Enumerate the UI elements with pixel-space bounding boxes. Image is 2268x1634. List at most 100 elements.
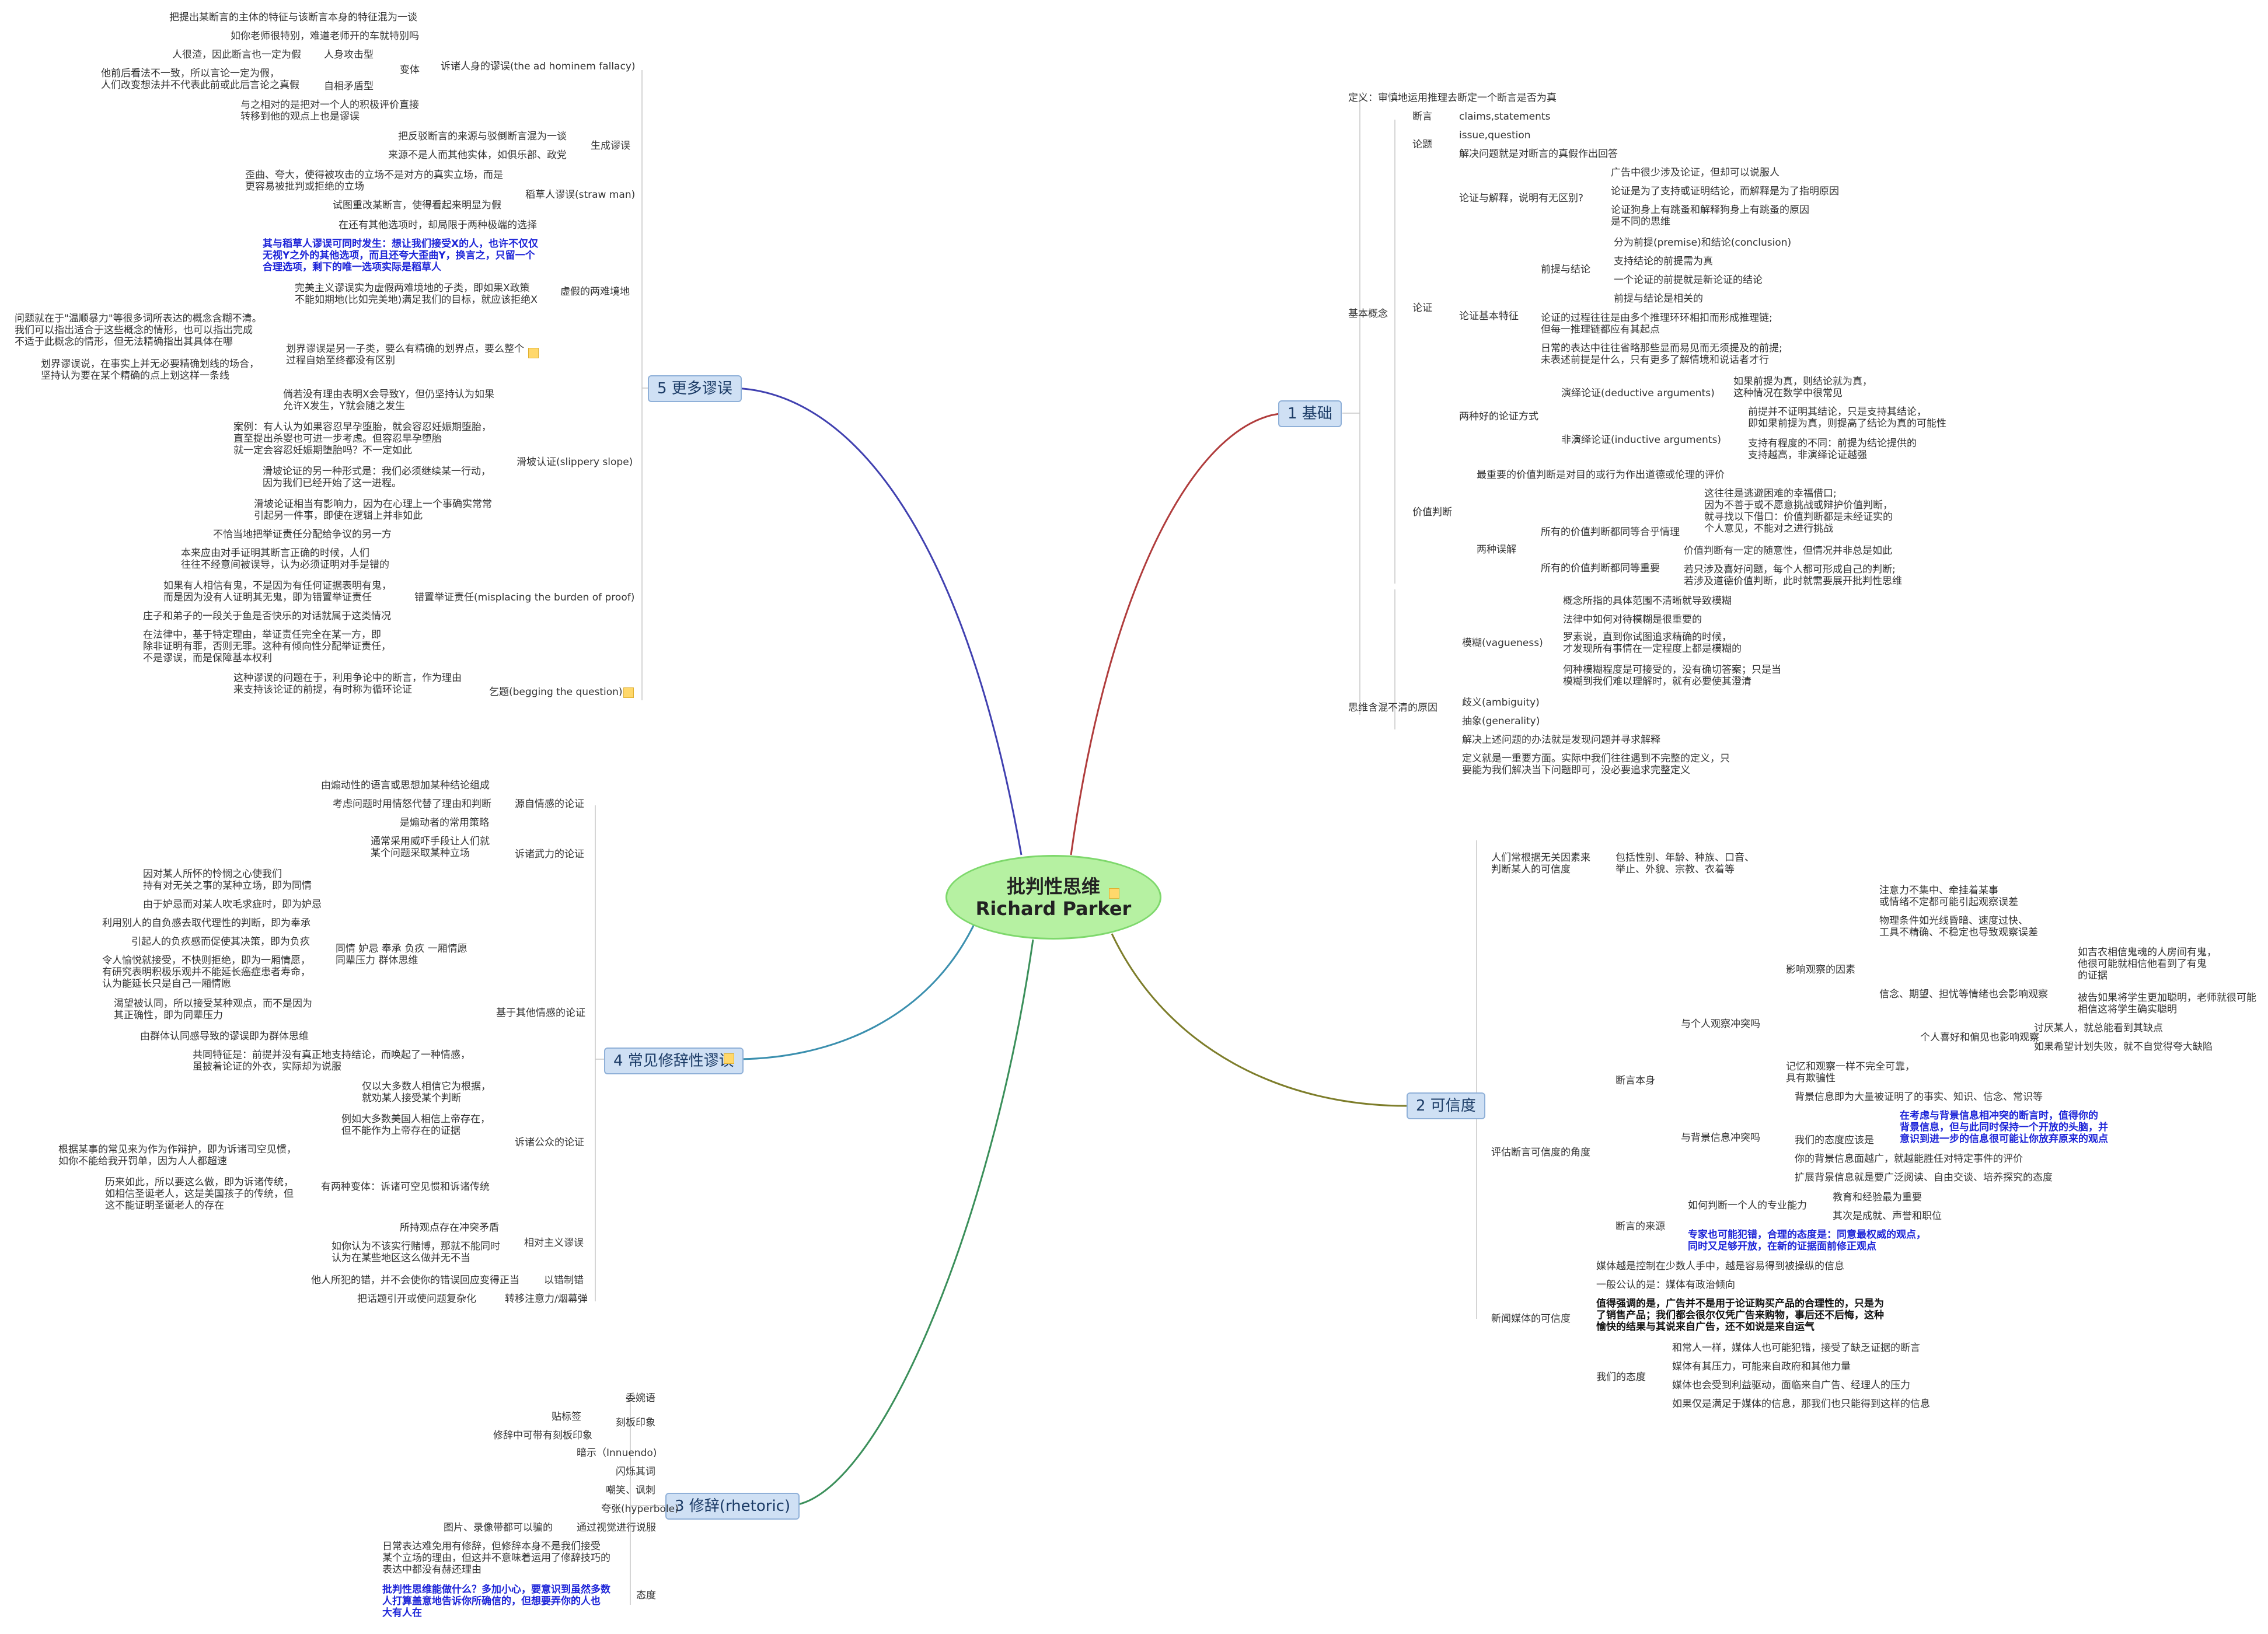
node-personal-attack[interactable]: 人身攻击型 [324,49,374,61]
node-pictures-deceive[interactable]: 图片、录像带都可以骗的 [444,1522,553,1534]
node-vague-law[interactable]: 法律中如何对待模糊是很重要的 [1563,614,1702,626]
node-generality[interactable]: 抽象(generality) [1462,715,1540,727]
node-stereotype[interactable]: 刻板印象 [616,1417,655,1429]
node-argument-vs-explanation[interactable]: 论证与解释，说明有无区别? [1459,193,1584,204]
node-russell[interactable]: 罗素说，直到你试图追求精确的时候， 才发现所有事情在一定程度上都是模糊的 [1563,631,1742,655]
node-groupthink[interactable]: 由群体认同感导致的谬误即为群体思维 [140,1031,309,1042]
node-argument[interactable]: 论证 [1412,302,1432,314]
node-media-credibility[interactable]: 新闻媒体的可信度 [1491,1313,1571,1325]
node-rhetoric-reason[interactable]: 日常表达难免用有修辞，但修辞本身不是我们接受 某个立场的理由，但这并不意味着运用… [382,1541,610,1576]
node-labeling[interactable]: 贴标签 [552,1411,581,1423]
node-premise-related[interactable]: 前提与结论是相关的 [1614,293,1703,305]
node-deductive-desc[interactable]: 如果前提为真，则结论就为真， 这种情况在数学中很常见 [1733,376,1872,399]
node-envy[interactable]: 由于妒忌而对某人吹毛求疵时，即为妒忌 [143,899,322,910]
node-arg-purpose[interactable]: 论证是为了支持或证明结论，而解释是为了指明原因 [1611,186,1839,197]
node-media-satisfied[interactable]: 如果仅是满足于媒体的信息，那我们也只能得到这样的信息 [1672,1398,1930,1410]
node-issue-answer[interactable]: 解决问题就是对断言的真假作出回答 [1459,148,1618,160]
note-icon[interactable] [1109,888,1119,899]
node-line-drawing-insist[interactable]: 划界谬误说，在事实上并无必要精确划线的场合， 坚持认为要在某个精确的点上划这样一… [41,358,259,382]
node-straw-man-desc[interactable]: 歪曲、夸大，使得被攻击的立场不是对方的真实立场，而是 更容易被批判或拒绝的立场 [245,169,503,193]
node-god-example[interactable]: 例如大多数美国人相信上帝存在， 但不能作为上帝存在的证据 [341,1113,490,1137]
node-begging-desc[interactable]: 这种谬误的问题在于，利用争论中的断言，作为理由 来支持该论证的前提，有时称为循环… [233,672,462,696]
node-solution[interactable]: 解决上述问题的办法就是发现问题并寻求解释 [1462,734,1660,746]
node-assess-angles[interactable]: 评估断言可信度的角度 [1491,1147,1590,1158]
topic-basics[interactable]: 1 基础 [1278,400,1342,427]
node-false-dilemma[interactable]: 虚假的两难境地 [560,286,630,298]
node-dislike[interactable]: 讨厌某人，就总能看到其缺点 [2034,1022,2163,1034]
node-false-dilemma-desc[interactable]: 在还有其他选项时，却局限于两种极端的选择 [339,219,537,231]
node-claim-itself[interactable]: 断言本身 [1615,1075,1655,1087]
topic-credibility[interactable]: 2 可信度 [1407,1092,1485,1119]
node-legal-burden[interactable]: 在法律中，基于特定理由，举证责任完全在某一方，即 除非证明有罪，否则无罪。这种有… [143,629,391,664]
node-euphemism[interactable]: 委婉语 [626,1392,655,1404]
node-all-equally-important[interactable]: 所有的价值判断都同等重要 [1541,563,1660,574]
node-other-emotions[interactable]: 基于其他情感的论证 [496,1007,585,1019]
node-slippery-influence[interactable]: 滑坡论证相当有影响力，因为在心理上一个事确实常常 引起另一件事，即使在逻辑上并非… [254,498,492,522]
node-factors-list[interactable]: 包括性别、年龄、种族、口音、 举止、外貌、宗教、衣着等 [1615,852,1754,875]
node-red-herring-desc[interactable]: 把话题引开或使问题复杂化 [357,1293,476,1305]
node-achievements[interactable]: 其次是成就、声誉和职位 [1833,1210,1942,1222]
node-education[interactable]: 教育和经验最为重要 [1833,1192,1922,1203]
node-self-contradiction-desc[interactable]: 他前后看法不一致，所以言论一定为假， 人们改变想法并不代表此前或此后言论之真假 [101,68,299,91]
node-acceptable-vagueness[interactable]: 何种模糊程度是可接受的，没有确切答案；只是当 模糊到我们难以理解时，就有必要使其… [1563,664,1781,687]
node-beliefs-expectations[interactable]: 信念、期望、担忧等情绪也会影响观察 [1879,989,2048,1000]
node-issue-en[interactable]: issue,question [1459,130,1531,141]
node-gambling-example[interactable]: 如你认为不该实行赌博，那就不能同时 认为在某些地区这么做并无不当 [332,1241,500,1264]
node-genetic-source[interactable]: 来源不是人而其他实体，如俱乐部、政党 [388,149,567,161]
node-demagogue[interactable]: 是煽动者的常用策略 [400,817,489,829]
node-emotion-list[interactable]: 同情 妒忌 奉承 负疚 一厢情愿 同辈压力 群体思维 [336,943,467,966]
node-weasel-words[interactable]: 闪烁其词 [616,1466,655,1478]
topic-rhetoric[interactable]: 3 修辞(rhetoric) [665,1493,800,1520]
node-media-profit[interactable]: 媒体也会受到利益驱动，面临来自广告、经理人的压力 [1672,1380,1910,1391]
note-icon[interactable] [724,1053,734,1064]
node-stereotype-in-rhetoric[interactable]: 修辞中可带有刻板印象 [493,1430,592,1441]
node-inductive-strength[interactable]: 支持有程度的不同：前提为结论提供的 支持越高，非演绎论证越强 [1748,438,1917,461]
node-line-drawing-problem[interactable]: 问题就在于"温顺暴力"等很多词所表达的概念含糊不清。 我们可以指出适合于这些概念… [15,313,262,348]
node-abortion-example[interactable]: 案例：有人认为如果容忍早孕堕胎，就会容忍妊娠期堕胎， 直至提出杀婴也可进一步考虑… [233,421,491,456]
node-line-drawing[interactable]: 划界谬误是另一子类，要么有精确的划界点，要么整个 过程自始至终都没有区别 [286,343,524,366]
node-straw-man[interactable]: 稻草人谬误(straw man) [525,189,636,201]
node-slippery-continue[interactable]: 滑坡论证的另一种形式是：我们必须继续某一行动， 因为我们已经开始了这一进程。 [263,466,491,489]
node-burden-of-proof[interactable]: 错置举证责任(misplacing the burden of proof) [414,592,635,603]
node-reasoning-chain[interactable]: 论证的过程往往是由多个推理环环相扣而形成推理链; 但每一推理链都应有其起点 [1541,312,1772,336]
node-self-contradiction[interactable]: 自相矛盾型 [324,81,374,92]
node-background-info[interactable]: 背景信息即为大量被证明了的事实、知识、信念、常识等 [1795,1091,2043,1103]
note-icon[interactable] [623,687,634,698]
node-implicit-premise[interactable]: 日常的表达中往往省略那些显而易见而无须提及的前提; 未表述前提是什么，只有更多了… [1541,343,1782,366]
node-guilt[interactable]: 引起人的负疚感而促使其决策，即为负疚 [131,936,310,948]
node-conflicting-views[interactable]: 所持观点存在冲突矛盾 [400,1222,499,1234]
node-ghost-example[interactable]: 如吉农相信鬼魂的人房间有鬼， 他很可能就相信他看到了有鬼 的证据 [2078,947,2217,982]
node-slippery-slope[interactable]: 滑坡认证(slippery slope) [517,456,633,468]
node-visual-persuasion[interactable]: 通过视觉进行说服 [577,1522,656,1534]
node-argument-features[interactable]: 论证基本特征 [1459,310,1519,322]
node-car-example[interactable]: 如你老师很特别，难道老师开的车就特别吗 [231,30,419,42]
node-ads[interactable]: 广告中很少涉及论证，但却可以说服人 [1611,167,1779,179]
node-physical-conditions[interactable]: 物理条件如光线昏暗、速度过快、 工具不精确、不稳定也导致观察误差 [1879,915,2038,938]
node-observation-factors[interactable]: 影响观察的因素 [1786,964,1855,976]
node-force-argument[interactable]: 诉诸武力的论证 [515,849,584,860]
node-premise-conclusion[interactable]: 前提与结论 [1541,264,1590,275]
node-excuse-desc[interactable]: 这往往是逃避困难的幸福借口; 因为不善于或不愿意挑战或辩护价值判断， 就寻找以下… [1704,488,1893,535]
node-value-judgment[interactable]: 价值判断 [1412,507,1452,518]
node-definition[interactable]: 定义：审慎地运用推理去断定一个断言是否为真 [1348,92,1557,104]
node-pity[interactable]: 因对某人所怀的怜悯之心使我们 持有对无关之事的某种立场，即为同情 [143,868,312,892]
node-innuendo[interactable]: 暗示（Innuendo) [577,1447,657,1459]
node-value-most-important[interactable]: 最重要的价值判断是对目的或行为作出道德或伦理的评价 [1477,469,1725,481]
node-flattery[interactable]: 利用别人的自负感去取代理性的判断，即为奉承 [102,917,310,929]
node-zhuangzi[interactable]: 庄子和弟子的一段关于鱼是否快乐的对话就属于这类情况 [143,610,391,622]
node-premise-true[interactable]: 支持结论的前提需为真 [1614,256,1713,267]
node-personal-attack-desc[interactable]: 人很渣，因此断言也一定为假 [172,49,301,61]
node-two-variants[interactable]: 有两种变体：诉诸可空见惯和诉诸传统 [321,1181,490,1193]
node-expertise[interactable]: 如何判断一个人的专业能力 [1688,1200,1807,1211]
topic-rhetorical-fallacies[interactable]: 4 常见修辞性谬误 [604,1048,744,1074]
node-observation-conflict[interactable]: 与个人观察冲突吗 [1681,1018,1760,1030]
node-media-errors[interactable]: 和常人一样，媒体人也可能犯错，接受了缺乏证据的断言 [1672,1342,1920,1354]
node-two-wrongs-desc[interactable]: 他人所犯的错，并不会使你的错误回应变得正当 [311,1275,519,1286]
node-deductive[interactable]: 演绎论证(deductive arguments) [1561,387,1715,399]
node-ad-hominem[interactable]: 诉诸人身的谬误(the ad hominem fallacy) [441,61,636,72]
node-claim[interactable]: 断言 [1412,111,1432,123]
node-moral-judgment[interactable]: 若只涉及喜好问题，每个人都可形成自己的判断; 若涉及道德价值判断，此时就需要展开… [1684,564,1902,587]
node-claim-source[interactable]: 断言的来源 [1615,1221,1665,1233]
node-ad-hominem-desc[interactable]: 把提出某断言的主体的特征与该断言本身的特征混为一谈 [169,12,417,23]
node-all-equally-reasonable[interactable]: 所有的价值判断都同等合乎情理 [1541,526,1680,538]
